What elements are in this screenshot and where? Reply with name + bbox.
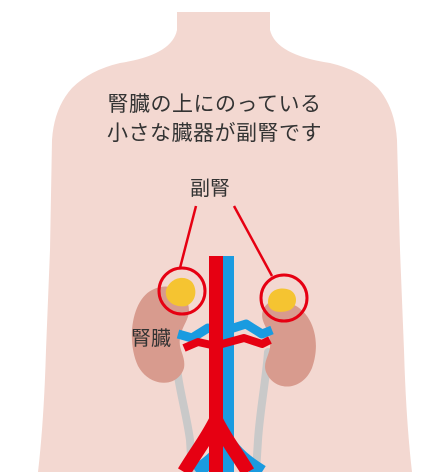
right-adrenal-gland <box>268 289 296 312</box>
kidney-label: 腎臓 <box>131 326 171 350</box>
adrenal-label: 副腎 <box>190 176 230 200</box>
caption-line-2: 小さな臓器が副腎です <box>0 118 429 148</box>
caption-line-1: 腎臓の上にのっている <box>0 89 429 119</box>
